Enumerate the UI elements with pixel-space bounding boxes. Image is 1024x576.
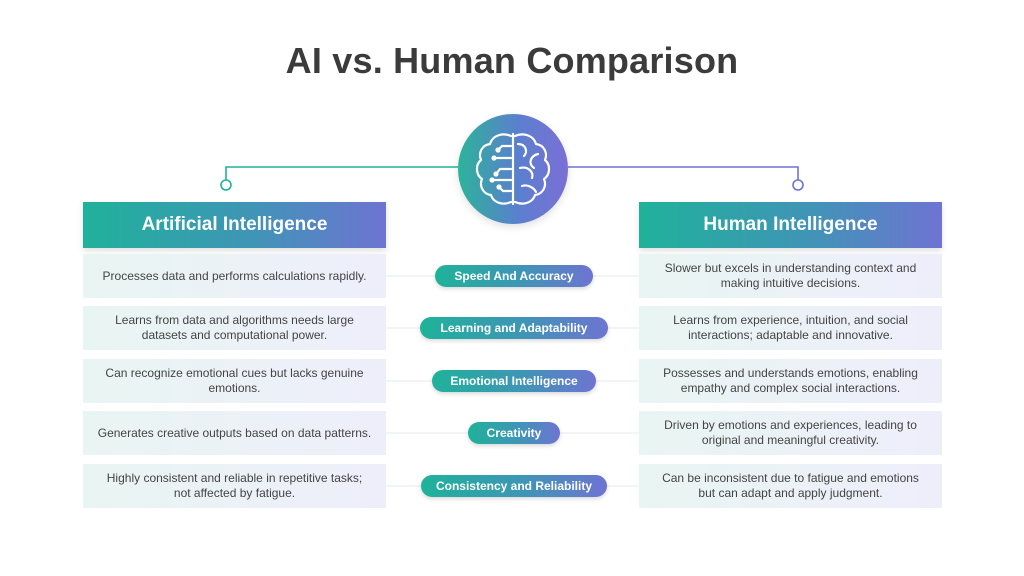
left-connector-dot: [220, 179, 232, 191]
page-title: AI vs. Human Comparison: [285, 40, 739, 81]
human-cell: Driven by emotions and experiences, lead…: [639, 411, 942, 455]
human-cell: Learns from experience, intuition, and s…: [639, 306, 942, 350]
category-pill: Consistency and Reliability: [421, 475, 607, 497]
human-cell: Can be inconsistent due to fatigue and e…: [639, 464, 942, 508]
ai-cell: Learns from data and algorithms needs la…: [83, 306, 386, 350]
ai-cell: Highly consistent and reliable in repeti…: [83, 464, 386, 508]
ai-cell: Generates creative outputs based on data…: [83, 411, 386, 455]
ai-column-header: Artificial Intelligence: [83, 202, 386, 248]
category-pill: Emotional Intelligence: [432, 370, 596, 392]
right-connector-line: [568, 166, 799, 180]
category-pill: Learning and Adaptability: [420, 317, 608, 339]
brain-badge: [458, 114, 568, 224]
human-cell: Possesses and understands emotions, enab…: [639, 359, 942, 403]
brain-circuit-icon: [475, 132, 551, 206]
category-pill: Creativity: [468, 422, 560, 444]
ai-cell: Processes data and performs calculations…: [83, 254, 386, 298]
left-connector-line: [225, 166, 458, 180]
right-connector-dot: [792, 179, 804, 191]
human-column-header: Human Intelligence: [639, 202, 942, 248]
human-cell: Slower but excels in understanding conte…: [639, 254, 942, 298]
category-pill: Speed And Accuracy: [435, 265, 593, 287]
ai-cell: Can recognize emotional cues but lacks g…: [83, 359, 386, 403]
